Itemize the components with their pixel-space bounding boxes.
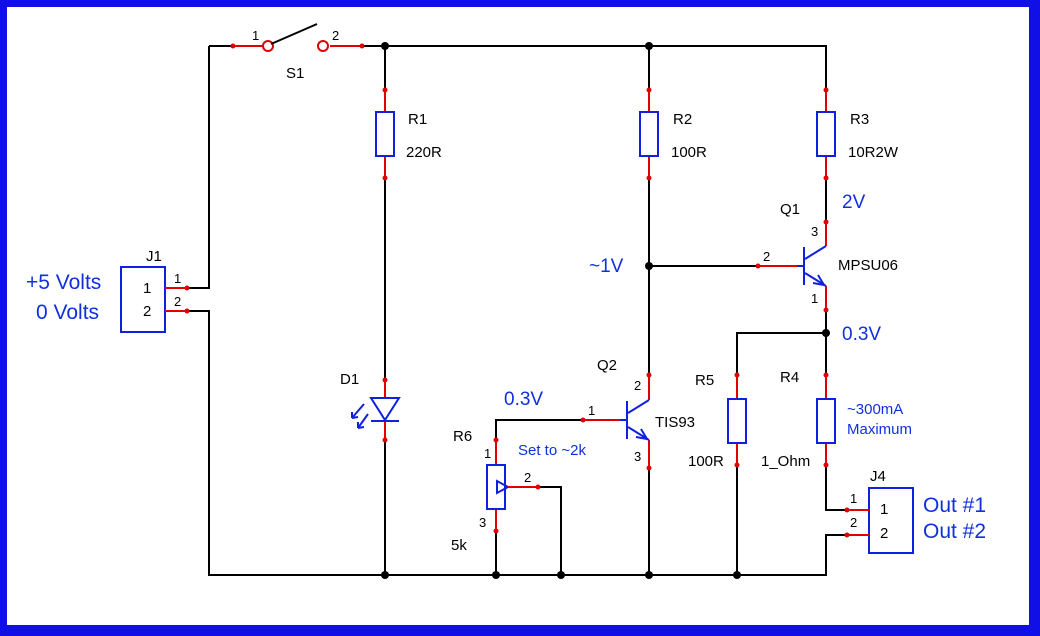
resistor-r1: R1 220R [375, 87, 442, 181]
r2-ref: R2 [673, 111, 692, 128]
j4-pin2: 2 [880, 525, 888, 542]
d1-ref: D1 [340, 371, 359, 388]
q1-ref: Q1 [780, 201, 800, 218]
j4-ext2: 2 [850, 515, 857, 530]
j4-ref: J4 [870, 468, 886, 485]
r5-value: 100R [688, 453, 724, 470]
s1-ref: S1 [286, 65, 304, 82]
connector-j4: 1 2 1 2 J4 [844, 468, 914, 554]
r3-value: 10R2W [848, 144, 899, 161]
r4-ref: R4 [780, 369, 799, 386]
transistor-q2: 1 2 3 Q2 TIS93 [580, 357, 695, 471]
annotation-plus5v: +5 Volts [26, 271, 101, 294]
j1-pin2: 2 [143, 303, 151, 320]
r6-ref: R6 [453, 428, 472, 445]
annotation-r4-note1: ~300mA [847, 401, 903, 418]
wires [187, 45, 847, 576]
resistor-r3: R3 10R2W [816, 87, 899, 181]
q2-pin3: 3 [634, 449, 641, 464]
r3-ref: R3 [850, 111, 869, 128]
r4-value: 1_Ohm [761, 453, 810, 470]
annotation-q2-base: 0.3V [504, 389, 543, 410]
r1-ref: R1 [408, 111, 427, 128]
j1-ext2: 2 [174, 294, 181, 309]
r6-pin1: 1 [484, 446, 491, 461]
annotation-0v: 0 Volts [36, 301, 99, 324]
schematic-frame [7, 7, 1029, 625]
j4-pin1: 1 [880, 501, 888, 518]
q1-pin3: 3 [811, 224, 818, 239]
resistor-r5: R5 100R [688, 372, 747, 470]
q2-pin1: 1 [588, 403, 595, 418]
annotation-q1-base: ~1V [589, 256, 624, 277]
resistor-r4: R4 1_Ohm [761, 369, 836, 470]
r6-pin2: 2 [524, 470, 531, 485]
annotations: +5 Volts 0 Volts 2V ~1V 0.3V 0.3V Set to… [26, 192, 986, 543]
j1-pin1: 1 [143, 280, 151, 297]
q2-value: TIS93 [655, 414, 695, 431]
q1-pin2: 2 [763, 249, 770, 264]
r2-value: 100R [671, 144, 707, 161]
annotation-q1-emitter: 0.3V [842, 324, 881, 345]
q2-ref: Q2 [597, 357, 617, 374]
s1-pin2: 2 [332, 28, 339, 43]
r5-ref: R5 [695, 372, 714, 389]
r6-value: 5k [451, 537, 467, 554]
connector-j1: 1 2 1 2 J1 [120, 248, 190, 333]
annotation-r4-note2: Maximum [847, 421, 912, 438]
q1-pin1: 1 [811, 291, 818, 306]
junctions [381, 42, 830, 579]
annotation-out2: Out #2 [923, 520, 986, 543]
switch-s1: 1 2 S1 [230, 23, 365, 82]
q1-value: MPSU06 [838, 257, 898, 274]
resistor-r2: R2 100R [639, 87, 707, 181]
r1-value: 220R [406, 144, 442, 161]
led-d1: D1 [340, 371, 401, 443]
r6-pin3: 3 [479, 515, 486, 530]
annotation-q1-collector: 2V [842, 192, 866, 213]
j1-ext1: 1 [174, 271, 181, 286]
s1-pin1: 1 [252, 28, 259, 43]
annotation-out1: Out #1 [923, 494, 986, 517]
transistor-q1: 2 3 1 Q1 MPSU06 [755, 201, 898, 313]
q2-pin2: 2 [634, 378, 641, 393]
j4-ext1: 1 [850, 491, 857, 506]
potentiometer-r6: 1 2 3 R6 5k [451, 428, 541, 554]
j1-ref: J1 [146, 248, 162, 265]
annotation-r6-note: Set to ~2k [518, 442, 586, 459]
light-emission-icon [351, 403, 369, 429]
